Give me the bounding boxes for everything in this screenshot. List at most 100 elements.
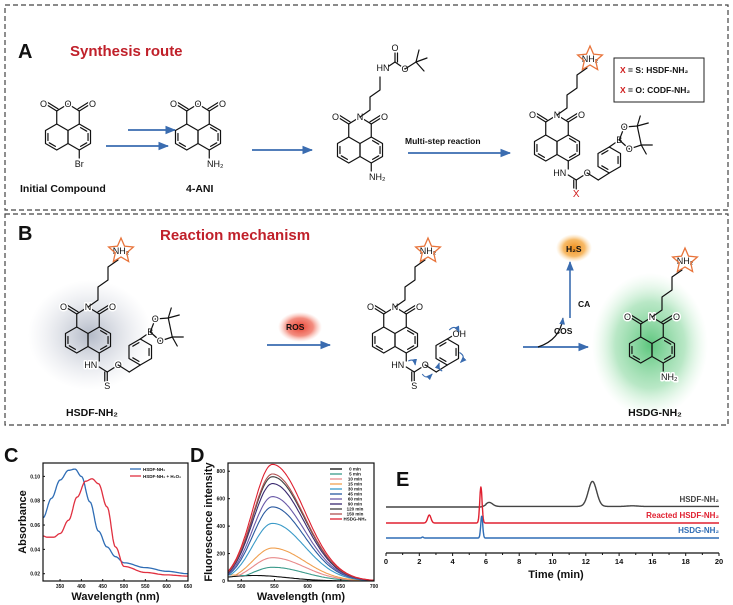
y-tick-label: 0.06 [30, 523, 40, 529]
ring [597, 146, 622, 174]
legend-label: 10 min [348, 477, 363, 482]
bond [628, 144, 642, 150]
ros-label: ROS [286, 322, 305, 332]
bond [623, 125, 638, 128]
x-tick-label: 350 [56, 584, 65, 590]
bond [207, 101, 220, 110]
bond [568, 138, 577, 143]
atom-nh2: NH₂ [207, 159, 224, 169]
electron-arrow [408, 358, 418, 366]
star-icon [107, 236, 135, 263]
x-axis-label: Wavelength (nm) [71, 591, 160, 603]
x-tick-label: 2 [417, 557, 421, 566]
bond [56, 103, 69, 112]
x-tick-label: 650 [337, 584, 346, 590]
bond [394, 61, 406, 70]
bond [567, 174, 577, 181]
x-tick-label: 550 [270, 584, 279, 590]
bond [106, 364, 119, 373]
y-axis-label: Absorbance [17, 490, 29, 554]
chromatogram-trace-2 [385, 515, 720, 539]
atom-o: O [64, 99, 71, 109]
y-tick-label: 0.02 [30, 572, 40, 578]
bond [533, 114, 547, 123]
ring [174, 123, 199, 151]
bond [117, 364, 130, 373]
plot-frame-d [227, 462, 375, 582]
bond [556, 67, 588, 116]
x-axis-label: Time (min) [528, 569, 584, 581]
x-tick-label: 700 [370, 584, 379, 590]
bond [567, 114, 581, 123]
x-tick-label: 10 [548, 557, 556, 566]
ros-glow [278, 312, 322, 342]
atom-o: O [624, 312, 631, 322]
bond [413, 364, 426, 373]
atom-s: S [104, 381, 110, 391]
legend-label: 120 min [347, 507, 364, 512]
bond [359, 116, 372, 125]
trace-label: HSDF-NH₂ [679, 495, 719, 504]
star-icon [671, 246, 699, 273]
x-legend-s-text: = S: HSDF-NH₂ [626, 65, 689, 75]
x-tick-label: 12 [582, 557, 590, 566]
bond [132, 357, 140, 362]
bond [424, 364, 437, 373]
bond [44, 103, 58, 112]
electron-arrow [459, 352, 467, 363]
atom-hn: HN [377, 63, 390, 73]
atom-o: O [381, 112, 388, 122]
bond [575, 172, 588, 181]
bond [159, 336, 173, 342]
bond [394, 306, 407, 315]
bond [68, 345, 77, 350]
x-tick-label: 650 [184, 584, 193, 590]
atom-o: O [578, 110, 585, 120]
bond [405, 306, 419, 315]
y-tick-label: 600 [217, 497, 226, 503]
bond [640, 144, 647, 155]
x-legend-s: X = S: HSDF-NH₂ [620, 65, 688, 75]
atom-br: Br [75, 159, 84, 169]
x-tick-label: 550 [141, 584, 150, 590]
ring [371, 326, 396, 354]
x-tick-label: 600 [303, 584, 312, 590]
legend-label: 90 min [348, 502, 363, 507]
bond [601, 165, 609, 170]
bond [388, 61, 396, 67]
bond [209, 142, 218, 147]
x-tick-label: 600 [163, 584, 172, 590]
chromatogram-trace-1 [385, 486, 720, 524]
bond [99, 345, 108, 350]
x-axis-label: Wavelength (nm) [257, 591, 346, 603]
panel-c-letter: C [4, 445, 18, 467]
bond [394, 259, 426, 308]
bond [375, 345, 384, 350]
atom-o: O [170, 99, 177, 109]
atom-o: O [219, 99, 226, 109]
y-tick-label: 0.10 [30, 474, 40, 480]
bond [77, 101, 90, 110]
atom-nh2: NH₂ [661, 372, 678, 382]
ring [556, 134, 581, 162]
bond [97, 304, 110, 313]
x-tick-label: 500 [120, 584, 129, 590]
atom-hn: HN [84, 360, 97, 370]
bond [208, 103, 222, 112]
panel-a-letter: A [18, 41, 32, 63]
bond [586, 172, 599, 181]
x-tick-label: 500 [237, 584, 246, 590]
bond [446, 335, 453, 340]
panel-a-title: Synthesis route [70, 43, 183, 60]
panel-e-letter: E [396, 469, 409, 491]
atom-oh: OH [453, 329, 467, 339]
atom-o: O [367, 302, 374, 312]
bond [98, 306, 112, 315]
bond [566, 112, 579, 121]
cos-release-arrow [537, 317, 565, 348]
bond [99, 330, 108, 335]
bond [98, 366, 108, 373]
atom-nh2: NH₂ [677, 256, 694, 266]
ring [435, 338, 460, 366]
series-line-0 [42, 468, 189, 575]
